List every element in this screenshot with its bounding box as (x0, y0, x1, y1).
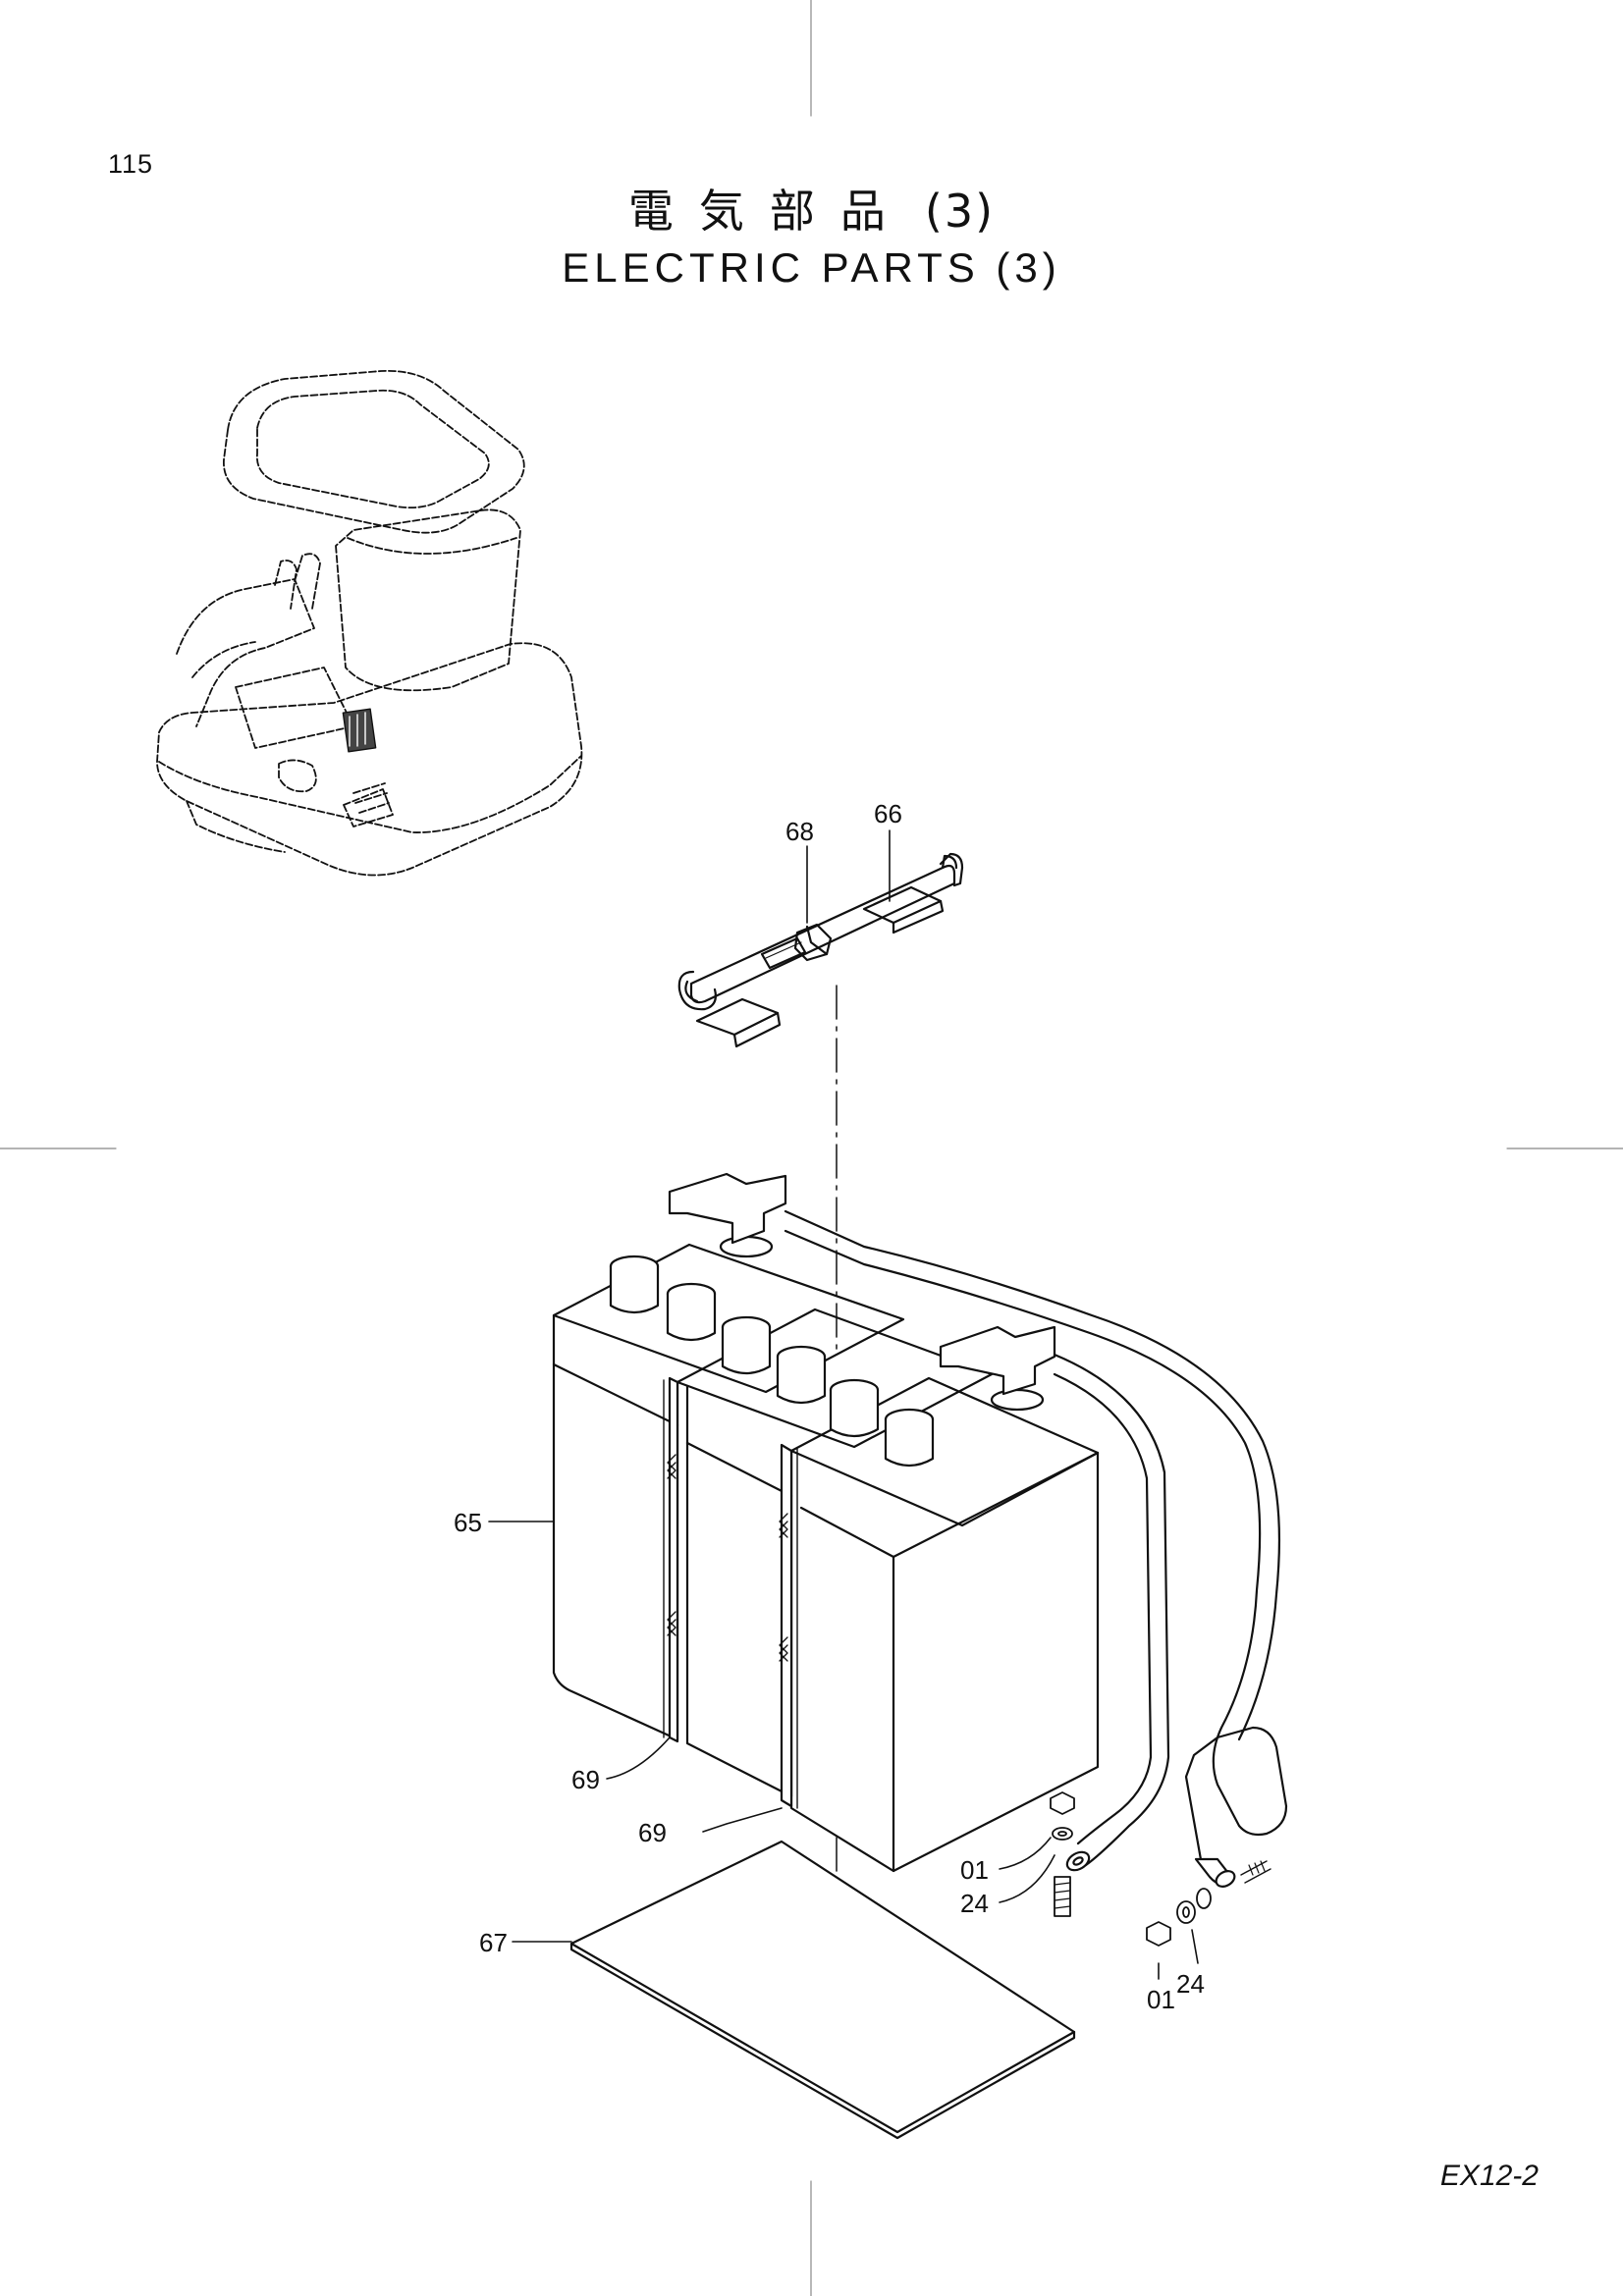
title-japanese-text: 電気部品 (627, 185, 911, 238)
callout-01-right: 01 (1147, 1985, 1175, 2014)
part-68-bolt (760, 923, 833, 970)
page-title: 電気部品(3) ELECTRIC PARTS (3) (0, 185, 1623, 294)
part-65-batteries (552, 1243, 1100, 1873)
machine-locator-view (156, 369, 583, 877)
callout-24-right: 24 (1176, 1969, 1205, 1999)
battery-caps (609, 1255, 935, 1468)
page-number: 115 (108, 149, 154, 179)
battery-cables (668, 1172, 1288, 1888)
callout-66: 66 (874, 799, 902, 828)
callout-labels: 68 66 65 69 69 67 01 24 01 24 (454, 799, 1205, 2014)
title-english: ELECTRIC PARTS (3) (562, 244, 1061, 291)
title-japanese: 電気部品(3) (0, 185, 1623, 238)
callout-24-left: 24 (960, 1889, 989, 1918)
callout-68: 68 (785, 817, 814, 846)
callout-69-upper: 69 (571, 1765, 600, 1794)
callout-69-lower: 69 (638, 1818, 667, 1847)
part-67-mat (569, 1840, 1076, 2140)
hardware-nuts-washers (1050, 1791, 1212, 1947)
callout-leaders (488, 829, 1199, 1980)
model-code: EX12-2 (1439, 2160, 1539, 2192)
title-japanese-suffix: (3) (924, 185, 996, 238)
battery-location-highlight (342, 708, 377, 753)
callout-67: 67 (479, 1928, 508, 1957)
callout-01-left: 01 (960, 1855, 989, 1885)
part-66-bracket (677, 852, 964, 1048)
callout-65: 65 (454, 1508, 482, 1537)
